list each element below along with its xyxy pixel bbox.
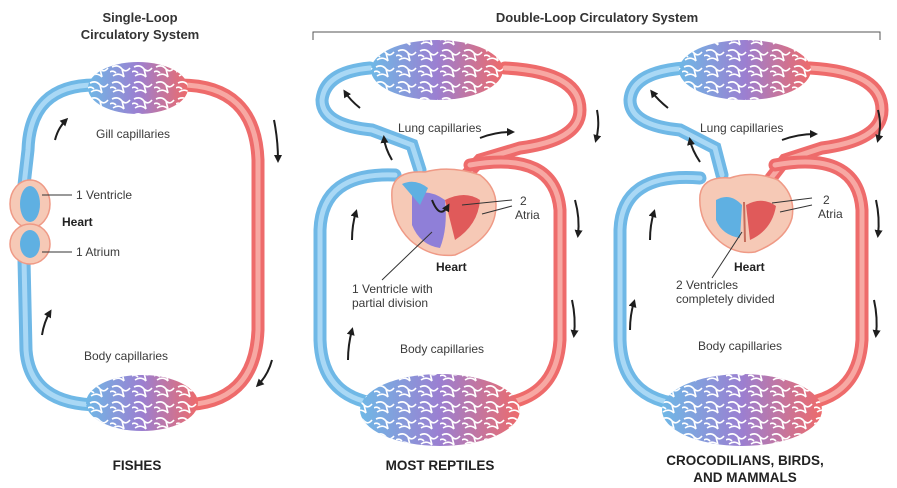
- reptile-lung-capillary-bed: [371, 40, 503, 100]
- mammal-caption-line2: AND MAMMALS: [693, 470, 797, 485]
- fish-heart: [10, 180, 50, 264]
- mammal-body-capillaries-label: Body capillaries: [698, 339, 782, 353]
- reptile-heart: [392, 169, 496, 255]
- reptile-flow-arrow-up-upper: [352, 212, 356, 240]
- mammals-panel: Lung capillaries 2 Atria Heart 2 Ventric…: [620, 40, 882, 485]
- mammal-ventricle-label-line1: 2 Ventricles: [676, 278, 738, 292]
- fish-flow-arrow-down-top: [274, 120, 278, 160]
- fish-flow-arrow-down-bottom: [258, 360, 272, 385]
- mammal-body-capillary-bed: [662, 374, 822, 446]
- double-loop-bracket: [313, 32, 880, 40]
- fish-flow-arrow-up-top: [55, 120, 66, 140]
- fish-atrium: [20, 230, 40, 258]
- fish-atrium-label: 1 Atrium: [76, 245, 120, 259]
- single-loop-title-line2: Circulatory System: [81, 27, 200, 42]
- reptile-body-capillaries-label: Body capillaries: [400, 342, 484, 356]
- mammal-flow-arrow-up-lower: [630, 302, 634, 330]
- reptile-flow-arrow-down-lower: [572, 300, 575, 335]
- reptile-flow-arrow-lung-in: [345, 92, 360, 108]
- reptile-flow-arrow-up-lower: [348, 330, 352, 360]
- reptile-caption: MOST REPTILES: [386, 458, 495, 473]
- mammal-septum: [744, 202, 745, 242]
- reptile-flow-arrow-down-upper: [575, 200, 579, 235]
- fish-ventricle: [20, 186, 40, 222]
- gill-capillary-bed: [88, 62, 188, 114]
- mammal-atria-label-number: 2: [823, 193, 830, 207]
- fish-vessel-to-gills: [24, 85, 95, 185]
- double-loop-header: Double-Loop Circulatory System: [313, 10, 880, 40]
- reptile-flow-arrow-lung-out: [596, 110, 598, 140]
- fish-ventricle-label: 1 Ventricle: [76, 188, 132, 202]
- reptile-lung-capillaries-label: Lung capillaries: [398, 121, 481, 135]
- mammal-atria-label-word: Atria: [818, 207, 843, 221]
- fish-vessel-to-body: [180, 85, 258, 405]
- mammal-heart-label: Heart: [734, 260, 765, 274]
- single-loop-title-line1: Single-Loop: [102, 10, 177, 25]
- mammal-flow-arrow-lung-in: [652, 92, 668, 108]
- reptile-heart-label: Heart: [436, 260, 467, 274]
- mammal-flow-arrow-down-upper: [876, 200, 879, 235]
- fish-body-capillary-bed: [86, 375, 198, 431]
- reptile-ventricle-label-line2: partial division: [352, 296, 428, 310]
- reptile-atria-label-word: Atria: [515, 208, 540, 222]
- reptiles-panel: Lung capillaries 2 Atria Heart 1 Ventric…: [320, 40, 598, 473]
- reptile-flow-arrow-pulmonary-right: [480, 132, 512, 138]
- reptile-body-capillary-bed: [360, 374, 520, 446]
- reptile-atria-label-number: 2: [520, 194, 527, 208]
- mammal-caption-line1: CROCODILIANS, BIRDS,: [666, 453, 824, 468]
- mammal-flow-arrow-down-lower: [874, 300, 877, 335]
- mammal-heart: [700, 174, 793, 252]
- mammal-lung-capillaries-label: Lung capillaries: [700, 121, 783, 135]
- mammal-lung-capillary-bed: [679, 40, 811, 100]
- fish-heart-label: Heart: [62, 215, 93, 229]
- gill-capillaries-label: Gill capillaries: [96, 127, 170, 141]
- fish-caption: FISHES: [113, 458, 162, 473]
- mammal-ventricle-label-line2: completely divided: [676, 292, 775, 306]
- fish-flow-arrow-up-bottom: [42, 312, 50, 335]
- double-loop-title: Double-Loop Circulatory System: [496, 10, 698, 25]
- mammal-flow-arrow-up-upper: [650, 212, 654, 240]
- fish-body-capillaries-label: Body capillaries: [84, 349, 168, 363]
- fish-panel: Single-Loop Circulatory System: [10, 10, 278, 473]
- reptile-ventricle-label-line1: 1 Ventricle with: [352, 282, 433, 296]
- mammal-flow-arrow-pulmonary-right: [782, 134, 815, 140]
